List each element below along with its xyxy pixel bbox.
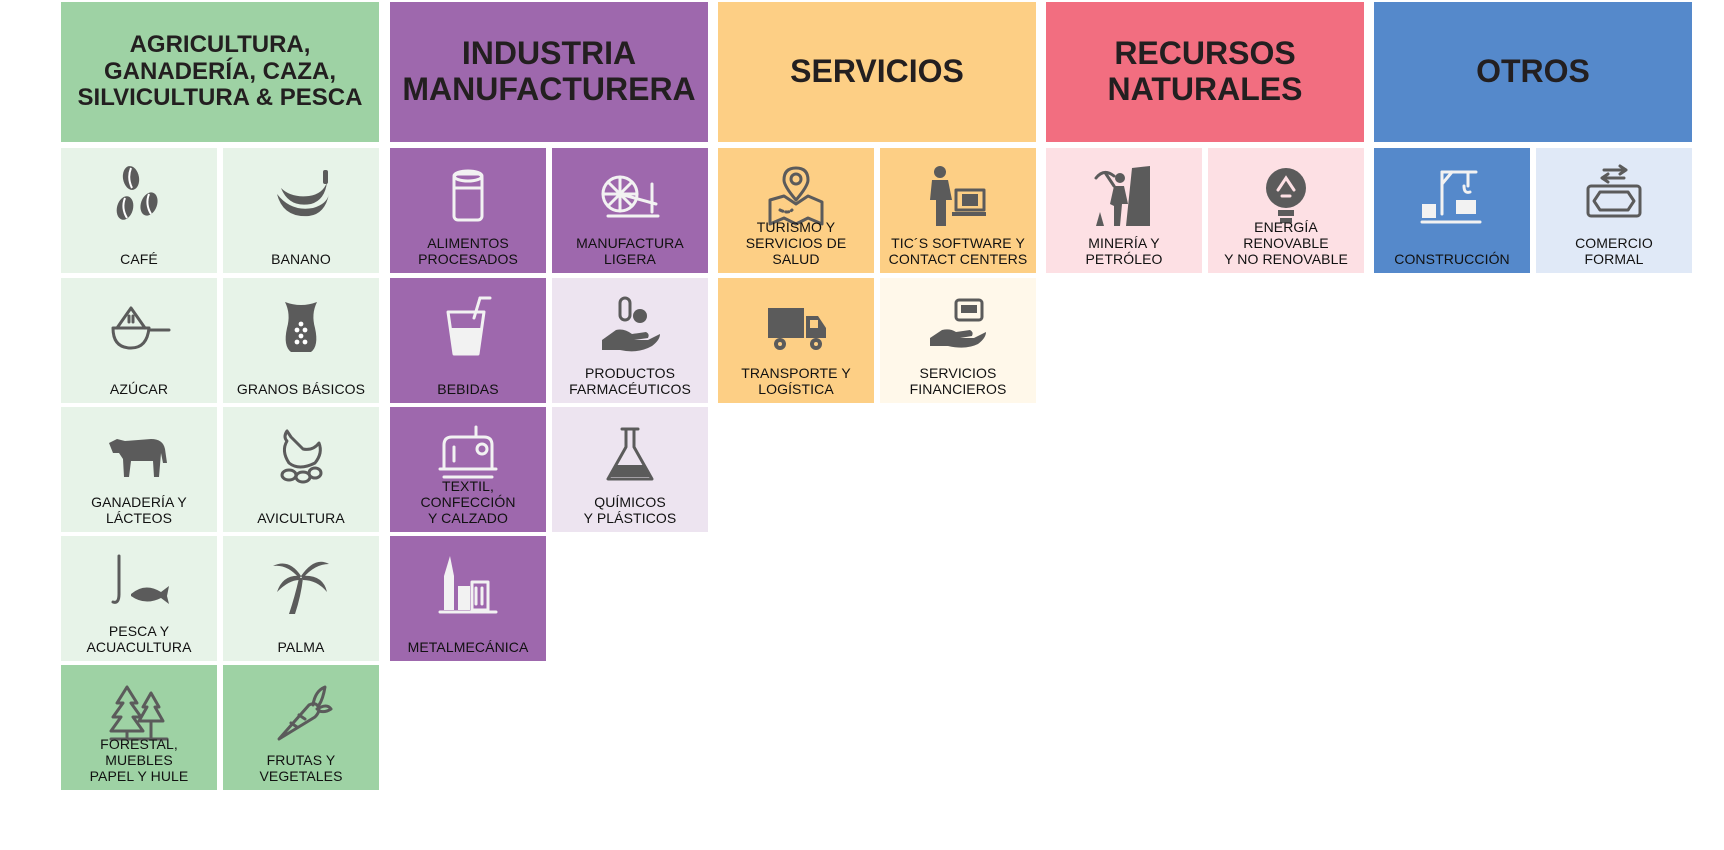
tile-label: MANUFACTURA LIGERA	[576, 235, 684, 267]
tile-crane: CONSTRUCCIÓN	[1374, 148, 1530, 273]
tile-label: PRODUCTOS FARMACÉUTICOS	[569, 365, 691, 397]
fish-hook-icon	[111, 554, 169, 604]
truck-icon	[768, 308, 826, 350]
tile-label: BANANO	[271, 251, 331, 267]
tile-carrot: FRUTAS Y VEGETALES	[223, 665, 379, 790]
tile-coffee-beans: CAFÉ	[61, 148, 217, 273]
tile-label: PALMA	[277, 639, 325, 655]
tile-label: GANADERÍA Y LÁCTEOS	[91, 494, 187, 526]
banana-icon	[277, 170, 329, 217]
factory-icon	[438, 556, 498, 614]
pills-hand-icon	[602, 296, 660, 352]
tile-label: TIC´S SOFTWARE Y CONTACT CENTERS	[888, 235, 1028, 267]
pine-trees-icon	[109, 685, 169, 741]
drink-cup-icon	[446, 296, 492, 356]
hand-card-icon	[930, 298, 986, 348]
carrot-icon	[277, 685, 333, 741]
tile-can: ALIMENTOS PROCESADOS	[390, 148, 546, 273]
tile-flask: QUÍMICOS Y PLÁSTICOS	[552, 407, 708, 532]
tile-label: PESCA Y ACUACULTURA	[86, 623, 192, 655]
tile-factory: METALMECÁNICA	[390, 536, 546, 661]
tile-recycle-bulb: ENERGÍA RENOVABLE Y NO RENOVABLE	[1208, 148, 1364, 273]
header-agricultura: AGRICULTURA, GANADERÍA, CAZA, SILVICULTU…	[61, 2, 379, 142]
grain-sack-icon	[285, 302, 317, 352]
can-icon	[452, 169, 484, 222]
tile-pills-hand: PRODUCTOS FARMACÉUTICOS	[552, 278, 708, 403]
tile-label: MINERÍA Y PETRÓLEO	[1085, 235, 1163, 267]
crane-icon	[1420, 170, 1482, 224]
tile-map-pin: TURISMO Y SERVICIOS DE SALUD	[718, 148, 874, 273]
header-recursos: RECURSOS NATURALES	[1046, 2, 1364, 142]
coffee-beans-icon	[116, 166, 158, 220]
tile-sugar-scoop: AZÚCAR	[61, 278, 217, 403]
tile-label: COMERCIO FORMAL	[1575, 235, 1653, 267]
tile-truck: TRANSPORTE Y LOGÍSTICA	[718, 278, 874, 403]
map-pin-icon	[768, 166, 824, 226]
tile-label: ENERGÍA RENOVABLE Y NO RENOVABLE	[1224, 219, 1348, 267]
tile-label: TEXTIL, CONFECCIÓN Y CALZADO	[420, 478, 516, 526]
sugar-scoop-icon	[111, 306, 171, 350]
tile-fish-hook: PESCA Y ACUACULTURA	[61, 536, 217, 661]
tile-label: BEBIDAS	[437, 381, 499, 397]
tile-label: TRANSPORTE Y LOGÍSTICA	[741, 365, 851, 397]
tile-sewing-machine: TEXTIL, CONFECCIÓN Y CALZADO	[390, 407, 546, 532]
tile-hen-eggs: AVICULTURA	[223, 407, 379, 532]
tile-palm-tree: PALMA	[223, 536, 379, 661]
tile-label: QUÍMICOS Y PLÁSTICOS	[583, 494, 677, 526]
tile-person-computer: TIC´S SOFTWARE Y CONTACT CENTERS	[880, 148, 1036, 273]
recycle-bulb-icon	[1266, 168, 1306, 223]
tile-label: FORESTAL, MUEBLES PAPEL Y HULE	[89, 736, 189, 784]
tile-pine-trees: FORESTAL, MUEBLES PAPEL Y HULE	[61, 665, 217, 790]
person-computer-icon	[930, 166, 986, 226]
tile-money-exchange: COMERCIO FORMAL	[1536, 148, 1692, 273]
tile-label: TURISMO Y SERVICIOS DE SALUD	[745, 219, 847, 267]
tile-label: GRANOS BÁSICOS	[236, 381, 366, 397]
tile-label: CONSTRUCCIÓN	[1394, 251, 1510, 267]
tile-label: AVICULTURA	[257, 510, 345, 526]
tile-banana: BANANO	[223, 148, 379, 273]
header-industria: INDUSTRIA MANUFACTURERA	[390, 2, 708, 142]
tile-miner: MINERÍA Y PETRÓLEO	[1046, 148, 1202, 273]
tile-label: METALMECÁNICA	[407, 639, 529, 655]
sewing-machine-icon	[438, 425, 498, 479]
flask-icon	[606, 427, 654, 481]
tile-label: FRUTAS Y VEGETALES	[259, 752, 343, 784]
tile-drink-cup: BEBIDAS	[390, 278, 546, 403]
tile-label: CAFÉ	[120, 251, 158, 267]
spinning-wheel-icon	[601, 175, 660, 218]
header-otros: OTROS	[1374, 2, 1692, 142]
hen-eggs-icon	[280, 429, 323, 484]
cow-icon	[109, 439, 167, 477]
tile-label: SERVICIOS FINANCIEROS	[909, 365, 1007, 397]
header-servicios: SERVICIOS	[718, 2, 1036, 142]
tile-cow: GANADERÍA Y LÁCTEOS	[61, 407, 217, 532]
tile-hand-card: SERVICIOS FINANCIEROS	[880, 278, 1036, 403]
tile-grain-sack: GRANOS BÁSICOS	[223, 278, 379, 403]
miner-icon	[1094, 166, 1150, 226]
money-exchange-icon	[1586, 164, 1642, 218]
tile-label: AZÚCAR	[109, 381, 169, 397]
tile-label: ALIMENTOS PROCESADOS	[418, 235, 518, 267]
palm-tree-icon	[273, 561, 329, 614]
tile-spinning-wheel: MANUFACTURA LIGERA	[552, 148, 708, 273]
